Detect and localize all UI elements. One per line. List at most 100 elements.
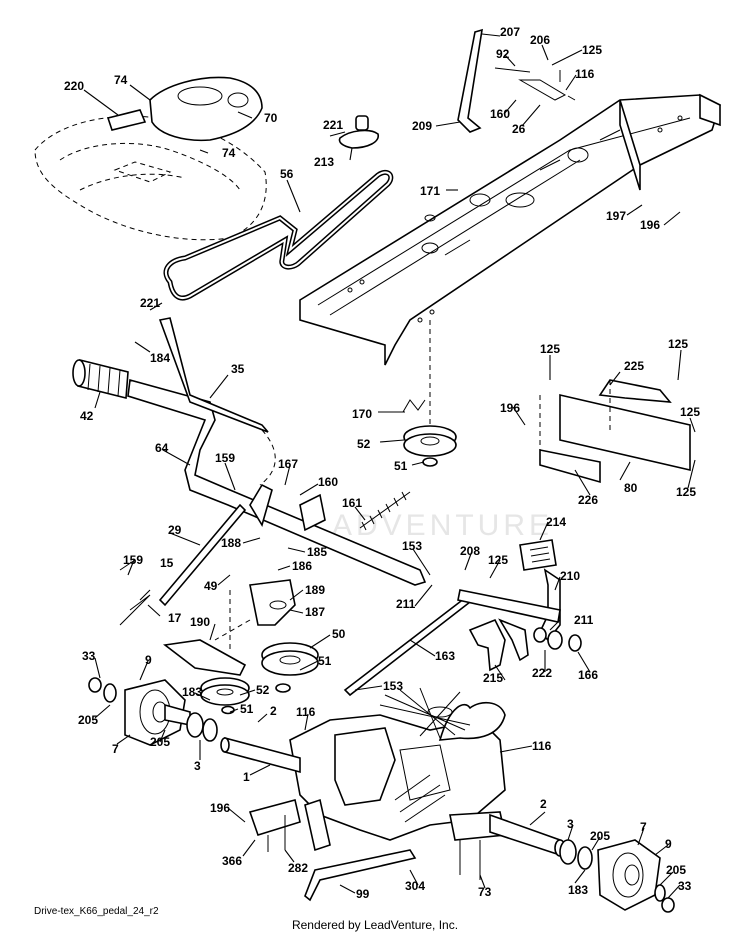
rod-bracket-part bbox=[518, 79, 567, 101]
watermark-text: ADVENTURE bbox=[332, 509, 553, 542]
chassis-frame-part bbox=[299, 93, 721, 366]
callout-366: 366 bbox=[222, 854, 242, 868]
panel-part bbox=[559, 393, 691, 472]
callout-153: 153 bbox=[383, 679, 403, 693]
lower-pulley-part bbox=[200, 677, 250, 706]
right-axle-part bbox=[489, 813, 561, 857]
callout-9: 9 bbox=[665, 837, 672, 851]
knob-part bbox=[329, 115, 379, 149]
callout-26: 26 bbox=[512, 122, 526, 136]
callout-labels: 220 74 70 74 221 213 56 209 207 92 206 1… bbox=[64, 25, 700, 901]
washer-part bbox=[547, 630, 563, 650]
link-rod-part bbox=[158, 503, 247, 607]
callout-205: 205 bbox=[590, 829, 610, 843]
callout-205: 205 bbox=[78, 713, 98, 727]
callout-183: 183 bbox=[182, 685, 202, 699]
callout-42: 42 bbox=[80, 409, 94, 423]
callout-125: 125 bbox=[676, 485, 696, 499]
callout-170: 170 bbox=[352, 407, 372, 421]
nut-part bbox=[275, 683, 291, 693]
idler-pulley-part bbox=[403, 425, 457, 467]
callout-184: 184 bbox=[150, 351, 170, 365]
callout-161: 161 bbox=[342, 496, 362, 510]
hub-spacer-part bbox=[186, 712, 204, 738]
callout-9: 9 bbox=[145, 653, 152, 667]
idler-bracket-part bbox=[163, 639, 247, 676]
lever-arm-part bbox=[249, 483, 273, 527]
steering-rod-part bbox=[457, 28, 483, 133]
callout-7: 7 bbox=[640, 820, 647, 834]
callout-125: 125 bbox=[680, 405, 700, 419]
callout-116: 116 bbox=[575, 67, 595, 81]
callout-211: 211 bbox=[396, 597, 416, 611]
callout-35: 35 bbox=[231, 362, 245, 376]
right-hub-spacer-part bbox=[559, 839, 577, 865]
callout-33: 33 bbox=[82, 649, 96, 663]
callout-51: 51 bbox=[318, 654, 332, 668]
callout-125: 125 bbox=[488, 553, 508, 567]
callout-52: 52 bbox=[256, 683, 270, 697]
callout-125: 125 bbox=[540, 342, 560, 356]
leader-lines bbox=[83, 33, 696, 899]
callout-92: 92 bbox=[496, 47, 510, 61]
callout-2: 2 bbox=[540, 797, 547, 811]
pedal-bracket-part bbox=[299, 493, 326, 532]
right-hub-bearing-part bbox=[577, 846, 593, 870]
callout-220: 220 bbox=[64, 79, 84, 93]
callout-17: 17 bbox=[168, 611, 182, 625]
spacer-part bbox=[533, 627, 547, 643]
callout-153: 153 bbox=[402, 539, 422, 553]
bushing-part bbox=[568, 634, 582, 652]
callout-205: 205 bbox=[666, 863, 686, 877]
callout-196: 196 bbox=[210, 801, 230, 815]
brake-rod-part bbox=[343, 596, 472, 697]
left-hub-part bbox=[124, 679, 191, 746]
callout-51: 51 bbox=[394, 459, 408, 473]
callout-159: 159 bbox=[215, 451, 235, 465]
callout-70: 70 bbox=[264, 111, 278, 125]
callout-125: 125 bbox=[668, 337, 688, 351]
spring-part bbox=[359, 491, 411, 531]
drawing-id-label: Drive-tex_K66_pedal_24_r2 bbox=[34, 906, 159, 917]
callout-304: 304 bbox=[405, 879, 425, 893]
clutch-pedal-part bbox=[468, 618, 506, 672]
callout-33: 33 bbox=[678, 879, 692, 893]
callout-2: 2 bbox=[270, 704, 277, 718]
callout-1: 1 bbox=[243, 770, 250, 784]
drive-pulley-part bbox=[261, 642, 319, 676]
callout-214: 214 bbox=[546, 515, 566, 529]
pedal-lever-part bbox=[498, 618, 529, 662]
callout-73: 73 bbox=[478, 885, 492, 899]
bypass-rod-part bbox=[304, 849, 417, 902]
callout-196: 196 bbox=[500, 401, 520, 415]
callout-282: 282 bbox=[288, 861, 308, 875]
right-axle-washer-part bbox=[654, 884, 666, 902]
rendered-by-credit: Rendered by LeadVenture, Inc. bbox=[291, 918, 459, 932]
callout-183: 183 bbox=[568, 883, 588, 897]
callout-167: 167 bbox=[278, 457, 298, 471]
callout-225: 225 bbox=[624, 359, 644, 373]
callout-125: 125 bbox=[582, 43, 602, 57]
callout-197: 197 bbox=[606, 209, 626, 223]
callout-221: 221 bbox=[323, 118, 343, 132]
callout-159: 159 bbox=[123, 553, 143, 567]
support-bracket-part bbox=[539, 449, 601, 484]
callout-74: 74 bbox=[222, 146, 236, 160]
callout-208: 208 bbox=[460, 544, 480, 558]
right-hub-part bbox=[597, 839, 661, 911]
callout-116: 116 bbox=[296, 705, 316, 719]
callout-186: 186 bbox=[292, 559, 312, 573]
callout-3: 3 bbox=[194, 759, 201, 773]
control-rod-part bbox=[158, 317, 269, 433]
axle-cap-part bbox=[88, 677, 102, 693]
callout-226: 226 bbox=[578, 493, 598, 507]
callout-209: 209 bbox=[412, 119, 432, 133]
callout-171: 171 bbox=[420, 184, 440, 198]
callout-15: 15 bbox=[160, 556, 174, 570]
callout-29: 29 bbox=[168, 523, 182, 537]
callout-213: 213 bbox=[314, 155, 334, 169]
callout-211: 211 bbox=[574, 613, 594, 627]
callout-64: 64 bbox=[155, 441, 169, 455]
callout-215: 215 bbox=[483, 671, 503, 685]
